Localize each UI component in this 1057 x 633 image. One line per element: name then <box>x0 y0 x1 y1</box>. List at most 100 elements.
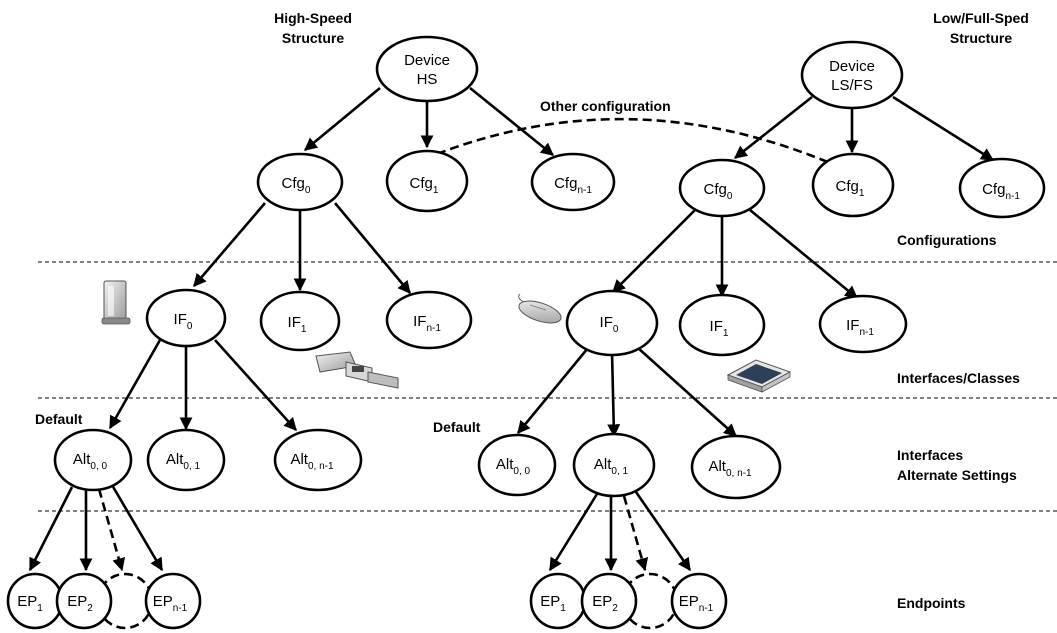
hs-ep2-base: EP <box>67 593 87 610</box>
lsfs-ep1-sub: 1 <box>560 603 566 614</box>
hs-alt0n-base: Alt <box>290 451 308 468</box>
lsfs-cfg1-base: Cfg <box>836 178 859 195</box>
svg-text:Alt0, 1: Alt0, 1 <box>166 451 201 472</box>
default-label-lsfs: Default <box>433 419 481 435</box>
svg-text:Cfgn-1: Cfgn-1 <box>982 181 1020 202</box>
hs-structure-title-line1: High-Speed <box>274 10 352 26</box>
svg-text:Cfg0: Cfg0 <box>282 175 311 196</box>
hs-epn-sub: n-1 <box>173 603 188 614</box>
svg-text:Cfg0: Cfg0 <box>704 181 733 202</box>
hs-cfg1-base: Cfg <box>410 175 433 192</box>
lsfs-epn-base: EP <box>679 593 699 610</box>
edge-lsfs-alt01-ep1 <box>548 493 599 572</box>
hs-ep2-node: EP2 <box>55 572 113 630</box>
hs-alt00-sub: 0, 0 <box>90 461 107 472</box>
lsfs-if0-node: IF0 <box>565 289 659 357</box>
hs-structure-title-line2: Structure <box>282 30 344 46</box>
svg-text:EP1: EP1 <box>17 593 43 614</box>
edge-lsfs-alt01-ep-dashed <box>622 495 649 572</box>
svg-text:IF1: IF1 <box>288 314 307 335</box>
lsfs-cfgn-node: Cfgn-1 <box>958 157 1046 219</box>
hs-alt01-node: Alt0, 1 <box>146 428 226 492</box>
lsfs-cfg0-sub: 0 <box>727 191 733 202</box>
hs-if1-sub: 1 <box>301 324 307 335</box>
hs-alt00-base: Alt <box>73 451 91 468</box>
edge-lsfs-cfg0-if0 <box>612 209 696 293</box>
hs-if0-base: IF <box>174 311 187 328</box>
edge-lsfs-if0-alt0n <box>637 347 737 437</box>
svg-text:EP2: EP2 <box>592 593 618 614</box>
level-alt-line1: Interfaces <box>897 447 963 463</box>
edge-lsfs-if0-alt00 <box>516 347 590 435</box>
other-configuration-label: Other configuration <box>540 98 671 114</box>
lsfs-cfgn-sub: n-1 <box>1005 191 1020 202</box>
svg-text:EPn-1: EPn-1 <box>153 593 188 614</box>
hs-alt01-base: Alt <box>166 451 184 468</box>
level-endpoints: Endpoints <box>897 595 966 611</box>
edge-lsfs-device-cfgn <box>892 95 995 162</box>
svg-text:IF0: IF0 <box>600 314 619 335</box>
lsfs-ep2-base: EP <box>592 593 612 610</box>
hs-cfgn-node: Cfgn-1 <box>530 152 616 212</box>
mouse-icon <box>518 293 562 324</box>
lsfs-cfg0-node: Cfg0 <box>678 158 766 218</box>
hs-ifn-base: IF <box>413 313 426 330</box>
svg-text:EP1: EP1 <box>540 593 566 614</box>
hs-alt0n-node: Alt0, n-1 <box>273 428 363 492</box>
lsfs-ep1-base: EP <box>540 593 560 610</box>
svg-text:Alt0, 0: Alt0, 0 <box>496 456 531 477</box>
svg-text:Cfgn-1: Cfgn-1 <box>554 175 592 196</box>
edge-hs-cfg0-if0 <box>193 202 266 287</box>
other-configuration-curve <box>436 117 831 165</box>
hs-if0-sub: 0 <box>187 321 193 332</box>
lsfs-epn-node: EPn-1 <box>670 572 728 630</box>
lsfs-structure-title-line2: Structure <box>950 30 1012 46</box>
lsfs-if0-sub: 0 <box>613 324 619 335</box>
lsfs-ep1-node: EP1 <box>529 572 587 630</box>
hs-alt0n-sub: 0, n-1 <box>308 461 334 472</box>
hs-ifn-sub: n-1 <box>426 323 441 334</box>
hs-ep2-sub: 2 <box>87 603 93 614</box>
edge-hs-if0-alt0n <box>214 339 297 431</box>
edge-hs-if0-alt00 <box>108 339 162 430</box>
lsfs-device-node: Device LS/FS <box>800 40 904 110</box>
lsfs-ep2-node: EP2 <box>580 572 638 630</box>
lsfs-structure-title-line1: Low/Full-Sped <box>933 10 1029 26</box>
lsfs-ep2-sub: 2 <box>612 603 618 614</box>
lsfs-if0-base: IF <box>600 314 613 331</box>
lsfs-cfg1-sub: 1 <box>859 188 865 199</box>
hs-cfgn-sub: n-1 <box>577 185 592 196</box>
hs-device-node: Device HS <box>375 35 479 103</box>
svg-text:Alt0, 0: Alt0, 0 <box>73 451 108 472</box>
hs-cfg0-base: Cfg <box>282 175 305 192</box>
hs-ep1-node: EP1 <box>6 572 64 630</box>
lsfs-ifn-base: IF <box>846 317 859 334</box>
svg-text:IF0: IF0 <box>174 311 193 332</box>
svg-text:EP2: EP2 <box>67 593 93 614</box>
hs-cfgn-base: Cfg <box>554 175 577 192</box>
hs-if0-node: IF0 <box>145 288 227 348</box>
hs-if1-base: IF <box>288 314 301 331</box>
svg-text:IFn-1: IFn-1 <box>846 317 874 338</box>
edge-lsfs-cfg0-ifn <box>749 208 859 300</box>
edge-hs-alt00-ep-dashed <box>97 488 126 572</box>
hs-epn-base: EP <box>153 593 173 610</box>
default-label-hs: Default <box>35 411 83 427</box>
lsfs-alt01-sub: 0, 1 <box>611 466 628 477</box>
lsfs-if1-sub: 1 <box>723 328 729 339</box>
hs-cfg1-node: Cfg1 <box>385 149 469 213</box>
level-alt-line2: Alternate Settings <box>897 467 1017 483</box>
level-interfaces-classes: Interfaces/Classes <box>897 370 1020 386</box>
svg-text:Cfg1: Cfg1 <box>836 178 865 199</box>
scanner-icon <box>726 359 792 393</box>
level-configurations: Configurations <box>897 232 997 248</box>
lsfs-ifn-sub: n-1 <box>859 327 874 338</box>
lsfs-cfg0-base: Cfg <box>704 181 727 198</box>
hs-ep1-sub: 1 <box>37 603 43 614</box>
lsfs-epn-sub: n-1 <box>699 603 714 614</box>
lsfs-device-label-line2: LS/FS <box>831 77 873 94</box>
hs-cfg0-sub: 0 <box>305 185 311 196</box>
usb-stick-icon <box>315 351 399 389</box>
